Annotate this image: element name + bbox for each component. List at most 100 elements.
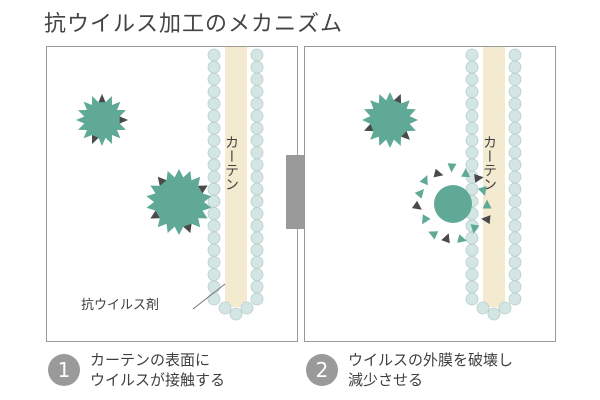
spike-fragment: [441, 233, 450, 244]
bead: [207, 158, 221, 172]
spike-fragment: [447, 163, 457, 173]
bead: [207, 60, 221, 74]
bead: [207, 292, 221, 306]
bead: [508, 207, 522, 221]
bead: [250, 292, 264, 306]
spike-fragment: [414, 189, 424, 199]
bead: [207, 182, 221, 196]
bead: [207, 97, 221, 111]
bead: [465, 255, 479, 269]
spike-fragment: [457, 234, 467, 243]
bead: [465, 231, 479, 245]
curtain: [465, 47, 522, 321]
spike-fragment: [461, 168, 471, 178]
panel-destroy-illustration: カーテン: [362, 47, 522, 321]
bead: [508, 280, 522, 294]
bead: [508, 60, 522, 74]
panel-destroy: カーテン: [304, 46, 556, 342]
virus-icon: [146, 169, 212, 235]
bead: [250, 48, 264, 62]
bead: [465, 280, 479, 294]
bead: [508, 292, 522, 306]
bead: [508, 97, 522, 111]
agent-label: 抗ウイルス剤: [81, 297, 159, 313]
bead: [508, 109, 522, 123]
virus-core: [434, 185, 472, 223]
bead: [465, 134, 479, 147]
virus-icon: [76, 94, 128, 146]
bead: [250, 109, 264, 123]
bead: [250, 60, 264, 74]
panel-contact-illustration: カーテン 抗ウイルス剤: [76, 47, 264, 321]
bead: [250, 231, 264, 245]
bead: [250, 268, 264, 282]
bead: [250, 219, 264, 233]
bead: [465, 109, 479, 123]
bead: [465, 97, 479, 111]
bead: [207, 243, 221, 257]
curtain-label: カーテン: [481, 135, 497, 191]
bead: [508, 219, 522, 233]
bead: [508, 243, 522, 257]
step-number-badge: 2: [306, 354, 338, 386]
bead: [508, 255, 522, 269]
agent-pointer-line: [192, 283, 226, 310]
spike-fragment: [422, 214, 431, 225]
bead: [250, 207, 264, 221]
bead: [250, 182, 264, 196]
spike-fragment: [481, 215, 491, 225]
bead: [207, 73, 221, 86]
step-line: 減少させる: [348, 371, 424, 389]
spike-fragment: [477, 186, 487, 196]
bead: [207, 134, 221, 147]
spike-fragment: [470, 224, 480, 234]
spike-fragment: [474, 174, 484, 183]
bead: [250, 97, 264, 111]
step-number-badge: 1: [48, 354, 80, 386]
step-description: カーテンの表面に ウイルスが接触する: [90, 350, 225, 390]
bead: [508, 121, 522, 135]
bead: [250, 255, 264, 269]
spike-fragment: [433, 168, 444, 178]
bead: [508, 182, 522, 196]
bead: [207, 231, 221, 245]
bead: [508, 73, 522, 86]
bead: [218, 301, 232, 315]
broken-spikes: [411, 163, 492, 244]
bead: [207, 121, 221, 135]
bead: [250, 170, 264, 184]
bead: [250, 243, 264, 257]
bead: [465, 48, 479, 62]
bead: [508, 146, 522, 159]
bead: [207, 219, 221, 233]
bead: [250, 73, 264, 86]
step-line: ウイルスが接触する: [90, 371, 226, 389]
step-description: ウイルスの外膜を破壊し 減少させる: [348, 350, 513, 390]
bead: [250, 158, 264, 172]
bead: [207, 146, 221, 159]
step-1: 1 カーテンの表面に ウイルスが接触する: [48, 350, 225, 390]
bead: [207, 280, 221, 294]
bead: [508, 85, 522, 98]
bead: [240, 301, 254, 315]
bead: [465, 292, 479, 306]
spike-fragment: [482, 199, 492, 209]
bead: [250, 85, 264, 98]
bead: [465, 121, 479, 135]
bead: [465, 85, 479, 98]
spike-fragment: [411, 200, 422, 210]
step-line: カーテンの表面に: [90, 351, 211, 369]
bead: [207, 109, 221, 123]
bead: [508, 268, 522, 282]
bead: [465, 146, 479, 159]
bead: [465, 268, 479, 282]
curtain-label: カーテン: [223, 135, 239, 191]
curtain: [207, 47, 264, 321]
bead: [508, 48, 522, 62]
step-line: ウイルスの外膜を破壊し: [348, 351, 514, 369]
bead: [250, 134, 264, 147]
bead: [508, 170, 522, 184]
bead: [207, 85, 221, 98]
bead: [465, 73, 479, 86]
step-2: 2 ウイルスの外膜を破壊し 減少させる: [306, 350, 513, 390]
